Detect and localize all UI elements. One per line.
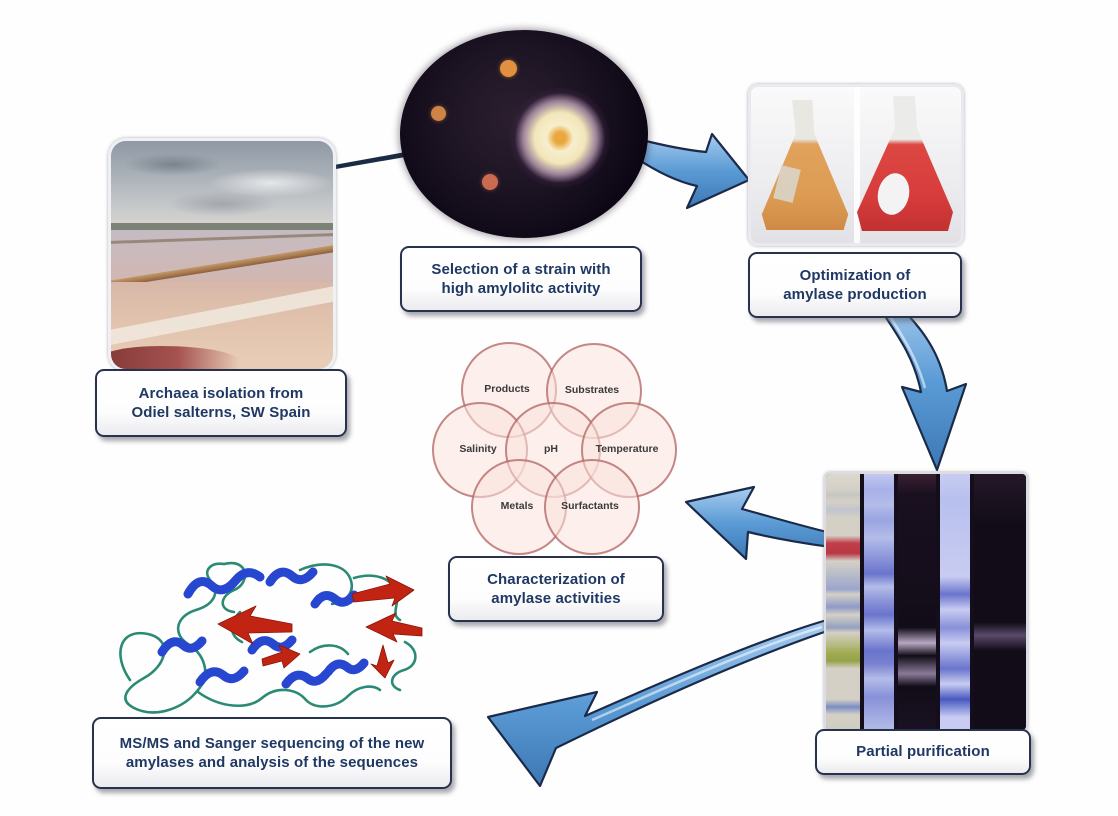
protein-beta-sheets xyxy=(217,575,423,679)
venn-label-salinity: Salinity xyxy=(459,443,497,455)
venn-label-temperature: Temperature xyxy=(595,443,659,455)
culture-flasks-photo xyxy=(748,84,964,246)
step-box-optimization: Optimization of amylase production xyxy=(748,252,962,318)
gel-lane-3 xyxy=(898,474,936,730)
flask-orange xyxy=(761,100,849,230)
flask-red xyxy=(857,96,953,231)
step-box-characterization: Characterization of amylase activities xyxy=(448,556,664,622)
step-box-archaea-isolation-label: Archaea isolation from Odiel salterns, S… xyxy=(131,384,311,421)
gel-lane-2 xyxy=(864,474,894,730)
salterns-sky xyxy=(111,141,333,226)
protein-alpha-helices xyxy=(157,567,369,689)
flasks-photo-divider xyxy=(853,87,861,243)
salterns-vegetation xyxy=(111,346,240,369)
colony-dot xyxy=(500,60,517,77)
venn-circle-surfactants xyxy=(544,459,640,555)
arrow-gel-to-sequencing-highlight xyxy=(591,625,823,722)
step-box-sequencing: MS/MS and Sanger sequencing of the new a… xyxy=(92,717,452,789)
petri-dish-photo xyxy=(400,30,648,238)
salterns-photo xyxy=(108,138,336,372)
venn-label-metals: Metals xyxy=(500,500,534,512)
colony-dot xyxy=(431,106,446,121)
protein-ribbon-structure xyxy=(119,561,423,714)
venn-label-products: Products xyxy=(484,383,530,395)
step-box-archaea-isolation: Archaea isolation from Odiel salterns, S… xyxy=(95,369,347,437)
colony-dot xyxy=(482,174,498,190)
arrow-gel-to-sequencing xyxy=(486,618,835,788)
step-box-partial-purification-label: Partial purification xyxy=(856,743,990,761)
salterns-treeline xyxy=(111,223,333,231)
step-box-sequencing-label: MS/MS and Sanger sequencing of the new a… xyxy=(119,734,425,771)
step-box-characterization-label: Characterization of amylase activities xyxy=(487,570,625,607)
step-box-optimization-label: Optimization of amylase production xyxy=(783,266,927,303)
venn-label-ph: pH xyxy=(544,443,558,455)
venn-label-substrates: Substrates xyxy=(564,384,620,396)
step-box-strain-selection: Selection of a strain with high amylolit… xyxy=(400,246,642,312)
amylolytic-halo-colony xyxy=(510,88,610,188)
gel-lane-4 xyxy=(940,474,970,730)
arrow-flasks-to-gel xyxy=(870,291,968,472)
venn-label-surfactants: Surfactants xyxy=(561,500,619,512)
gel-lane-5 xyxy=(974,474,1026,730)
arrow-gel-to-venn xyxy=(684,485,833,561)
step-box-strain-selection-label: Selection of a strain with high amylolit… xyxy=(431,260,611,297)
gel-lane-marker xyxy=(826,474,860,730)
electrophoresis-gel-photo xyxy=(824,472,1028,732)
step-box-partial-purification: Partial purification xyxy=(815,729,1031,775)
